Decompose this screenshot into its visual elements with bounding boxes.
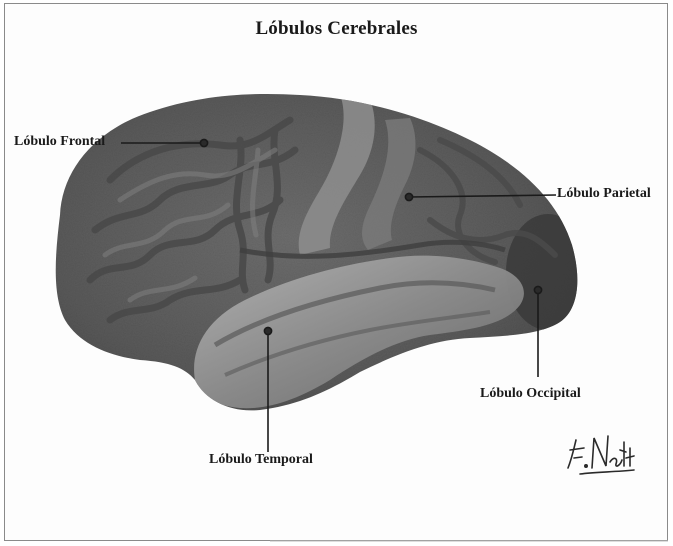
occipital-pin [534,286,541,293]
frontal-pin [200,139,207,146]
occipital-lobe-label: Lóbulo Occipital [480,386,581,402]
netter-signature [560,428,640,484]
frontal-lobe-label: Lóbulo Frontal [14,134,105,150]
temporal-pin [264,327,271,334]
parietal-pin [405,193,412,200]
parietal-lobe-label: Lóbulo Parietal [557,186,651,202]
temporal-lobe-label: Lóbulo Temporal [209,452,313,468]
